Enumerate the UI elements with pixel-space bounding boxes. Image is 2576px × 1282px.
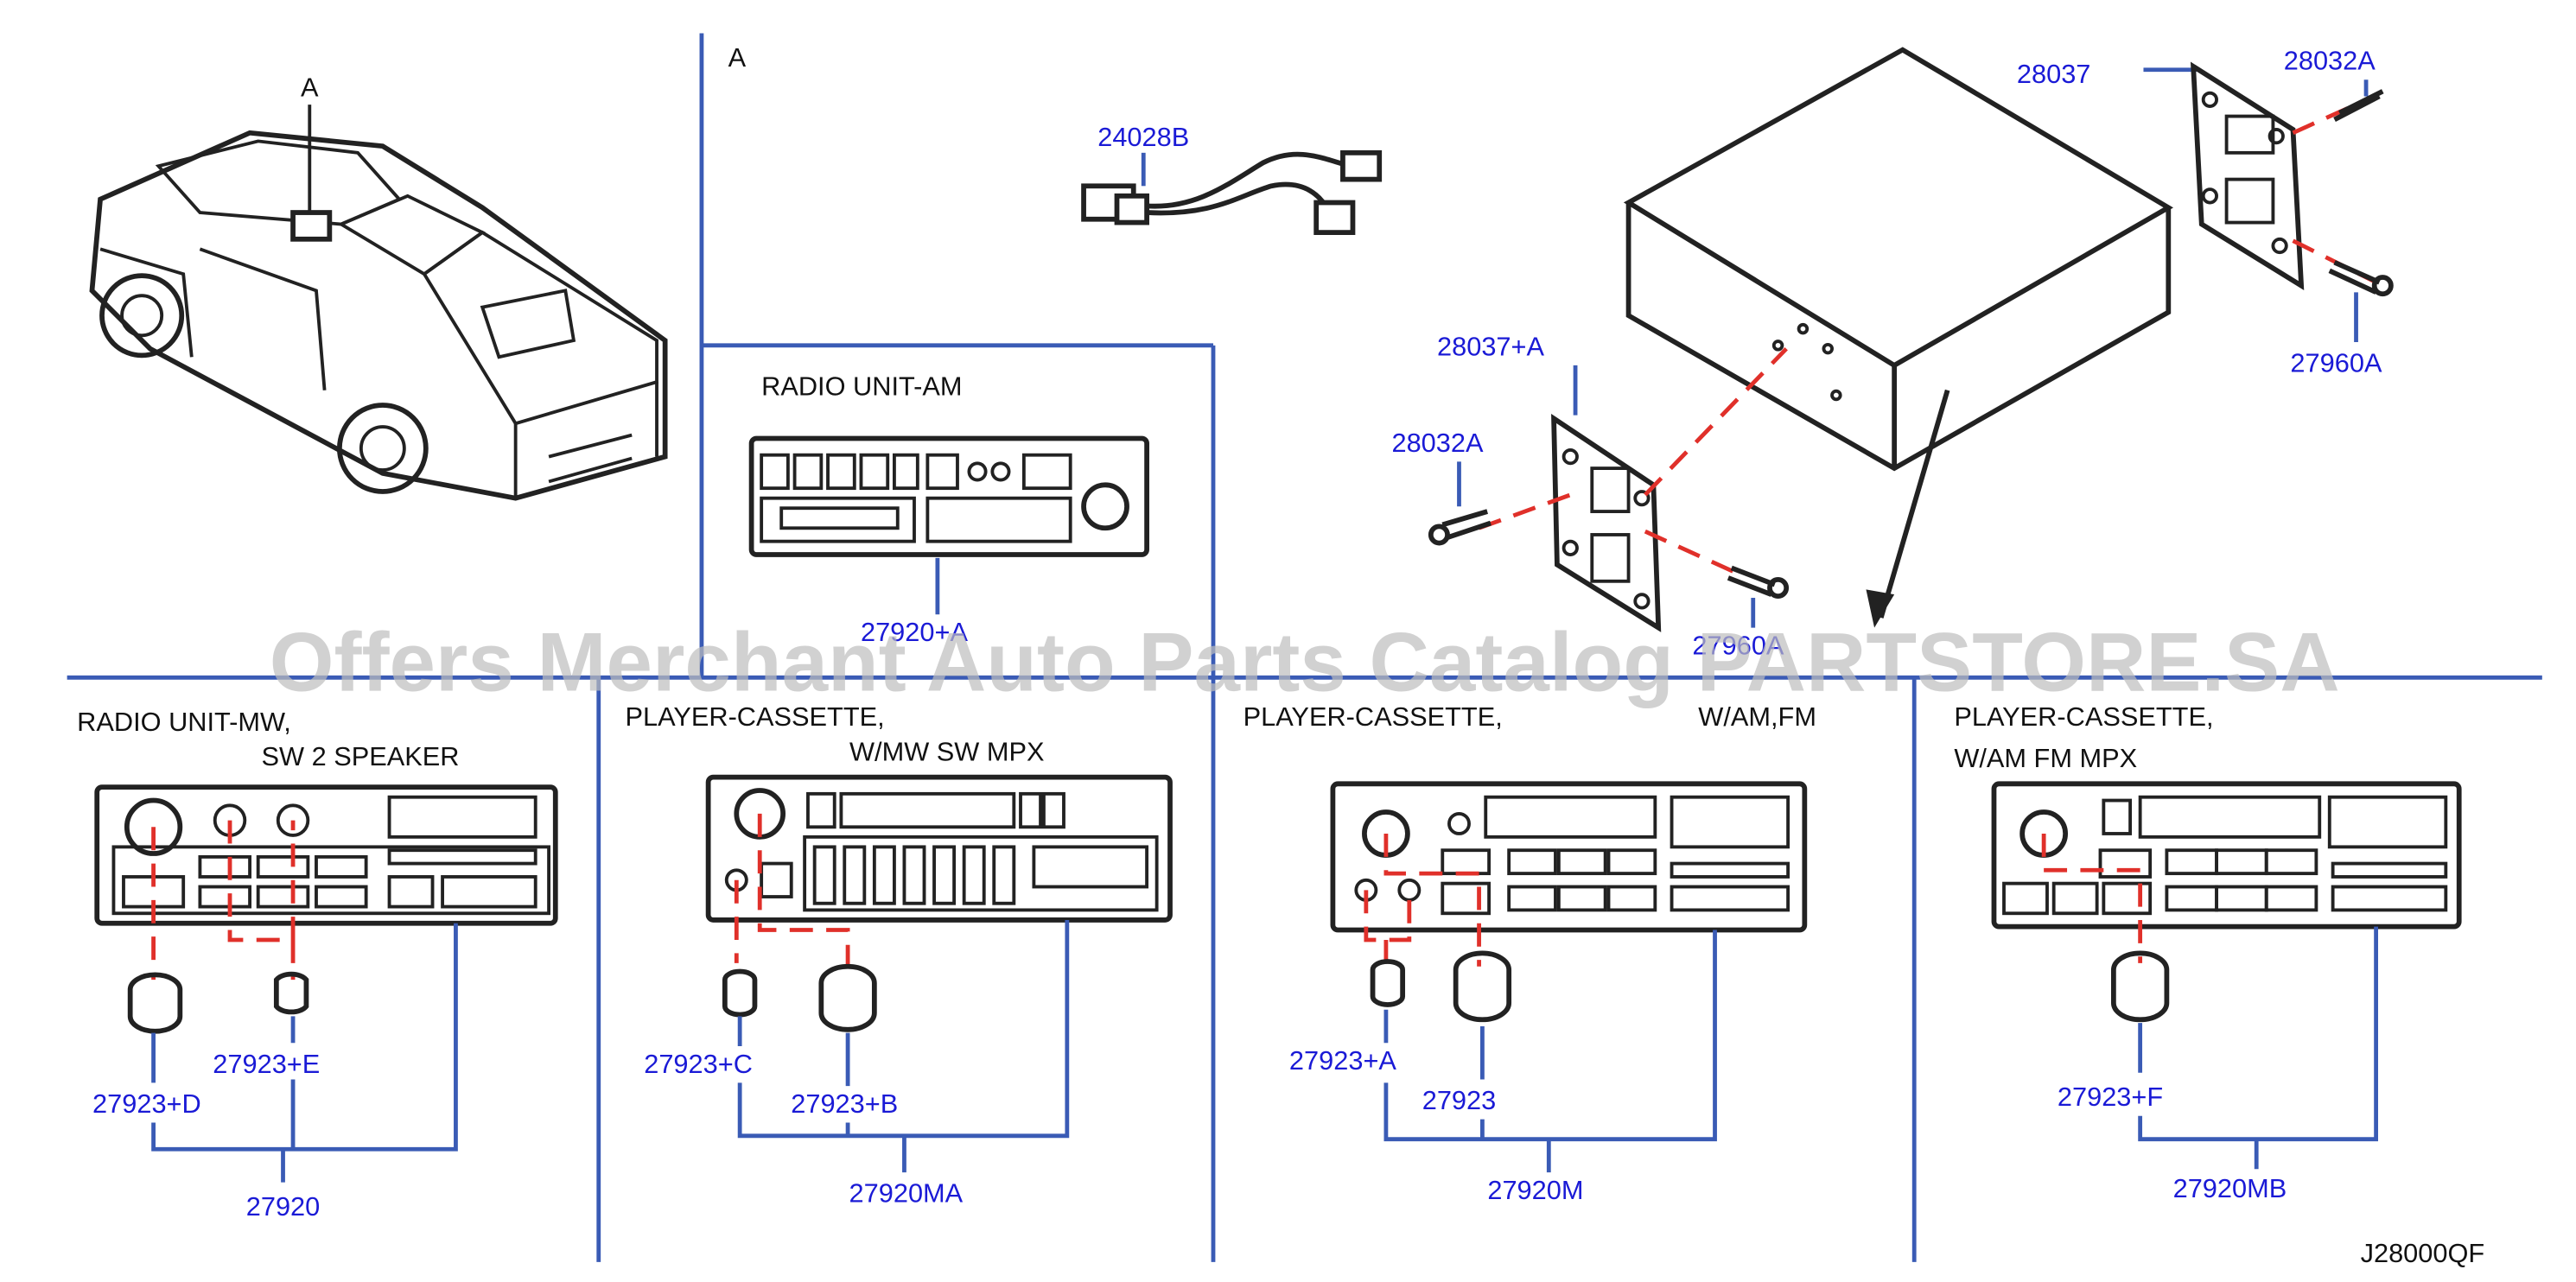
radio-mw-heading-2: SW 2 SPEAKER <box>262 741 460 771</box>
cassette-ma-part-number: 27920MA <box>849 1178 964 1209</box>
cassette-mw-heading-2: W/MW SW MPX <box>849 736 1044 766</box>
player-cassette-am-fm-mpx: PLAYER-CASSETTE, W/AM FM MPX 27923+F 279… <box>1954 701 2462 1203</box>
right-top-screw-part-number: 28032A <box>2284 46 2376 76</box>
knob-mb-part-number: 27923+F <box>2058 1082 2163 1112</box>
cassette-m-part-number: 27920M <box>1487 1175 1583 1205</box>
radio-unit-am: RADIO UNIT-AM 27920+A <box>748 371 1149 647</box>
wire-harness-24028B: 24028B <box>1081 122 1383 236</box>
detail-view-label: A <box>728 42 747 73</box>
harness-part-number: 24028B <box>1097 122 1189 152</box>
drawing-code: J28000QF <box>2361 1238 2485 1268</box>
watermark-text: Offers Merchant Auto Parts Catalog PARTS… <box>270 617 2340 709</box>
knob-ma-large-part-number: 27923+B <box>791 1088 898 1119</box>
left-bottom-screw-part-number: 27960A <box>1692 630 1784 660</box>
knob-mw-small-part-number: 27923+E <box>213 1049 320 1079</box>
radio-unit-mw: RADIO UNIT-MW, SW 2 SPEAKER 27923+E 2792… <box>77 707 558 1222</box>
cassette-amfm-mpx-heading-2: W/AM FM MPX <box>1954 743 2137 773</box>
player-cassette-am-fm: PLAYER-CASSETTE, W/AM,FM 27923+A 27923 2… <box>1243 701 1816 1205</box>
radio-am-heading: RADIO UNIT-AM <box>761 371 962 402</box>
right-bracket-assembly: 28037 28032A 27960A <box>2017 46 2394 378</box>
player-cassette-mw: PLAYER-CASSETTE, W/MW SW MPX 27923+C 279… <box>626 701 1173 1209</box>
cassette-amfm-heading-1: PLAYER-CASSETTE, <box>1243 701 1503 732</box>
knob-mw-large-part-number: 27923+D <box>92 1088 201 1119</box>
cassette-amfm-mpx-heading-1: PLAYER-CASSETTE, <box>1954 701 2213 732</box>
knob-ma-small-part-number: 27923+C <box>644 1049 753 1079</box>
right-bottom-screw-part-number: 27960A <box>2290 348 2382 378</box>
knob-m-small-part-number: 27923+A <box>1289 1045 1396 1076</box>
vehicle-view-label: A <box>301 72 319 102</box>
radio-mounting-box <box>1623 47 2174 628</box>
left-bracket-part-number: 28037+A <box>1437 331 1544 361</box>
knob-m-large-part-number: 27923 <box>1422 1085 1497 1115</box>
left-top-screw-part-number: 28032A <box>1391 428 1484 458</box>
radio-mw-heading-1: RADIO UNIT-MW, <box>77 707 291 737</box>
left-bracket-assembly: 28037+A 28032A 27960A <box>1391 331 1790 660</box>
cassette-mb-part-number: 27920MB <box>2173 1173 2287 1203</box>
right-bracket-part-number: 28037 <box>2017 59 2091 89</box>
vehicle-pickup-truck-illustration: A <box>89 72 668 501</box>
radio-mw-part-number: 27920 <box>246 1191 321 1222</box>
panel-dividers <box>67 33 2542 1262</box>
cassette-amfm-heading-2: W/AM,FM <box>1698 701 1816 732</box>
cassette-mw-heading-1: PLAYER-CASSETTE, <box>626 701 885 732</box>
radio-am-part-number: 27920+A <box>861 617 968 647</box>
